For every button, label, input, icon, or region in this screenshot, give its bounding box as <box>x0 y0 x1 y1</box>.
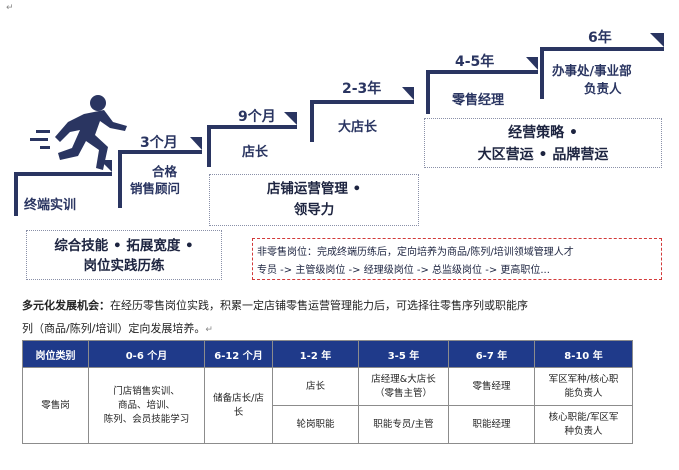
paragraph-line1-text: 在经历零售岗位实践，积累一定店铺零售运营管理能力后，可选择往零售序列或职能序 <box>110 299 528 312</box>
cell-r2-8-10y-line2: 种负责人 <box>564 425 603 437</box>
skills-line1: 综合技能 • 拓展宽度 • <box>54 238 194 254</box>
cell-r1-8-10y: 军区军种/核心职 能负责人 <box>534 367 633 406</box>
runner-icon <box>30 95 127 170</box>
cell-r2-8-10y: 核心职能/军区军 种负责人 <box>534 405 633 444</box>
step1-label-line1: 合格 <box>152 164 178 179</box>
cell-r2-1-2y: 轮岗职能 <box>272 405 359 444</box>
step3-label: 大店长 <box>338 120 378 135</box>
store-management-box: 店铺运营管理 • 领导力 <box>209 174 419 226</box>
table-row: 零售岗 门店销售实训、 商品、培训、 陈列、会员技能学习 储备店长/店 长 店长… <box>22 367 633 444</box>
cell-r1-1-2y: 店长 <box>272 367 359 406</box>
cell-r1-8-10y-line2: 能负责人 <box>564 387 603 399</box>
table-row: 轮岗职能 职能专员/主管 职能经理 核心职能/军区军 种负责人 <box>23 405 633 444</box>
cell-r1-3-5y-line2: （零售主管） <box>374 387 432 399</box>
non-retail-line2: 专员 -> 主管级岗位 -> 经理级岗位 -> 总监级岗位 -> 更高职位... <box>257 265 550 276</box>
header-3-5y: 3-5 年 <box>358 340 449 368</box>
paragraph-line1: 多元化发展机会：在经历零售岗位实践，积累一定店铺零售运营管理能力后，可选择往零售… <box>22 297 528 313</box>
cell-r1-8-10y-line1: 军区军种/核心职 <box>548 373 619 385</box>
cell-r1-6-7y: 零售经理 <box>448 367 535 406</box>
header-0-6m: 0-6 个月 <box>88 340 205 368</box>
store-line2: 领导力 <box>293 202 335 218</box>
cell-r1-3-5y-line1: 店经理&大店长 <box>371 373 436 385</box>
cell-6-12m-line1: 储备店长/店 <box>213 392 264 404</box>
table-header-row: 岗位类别 0-6 个月 6-12 个月 1-2 年 3-5 年 6-7 年 8-… <box>22 340 633 368</box>
header-6-7y: 6-7 年 <box>448 340 535 368</box>
skills-box: 综合技能 • 拓展宽度 • 岗位实践历练 <box>26 230 222 280</box>
header-category: 岗位类别 <box>22 340 89 368</box>
paragraph-line2-text: 列（商品/陈列/培训）定向发展培养。 <box>22 322 206 335</box>
step1-label-line2: 销售顾问 <box>130 181 181 196</box>
paragraph-line2: 列（商品/陈列/培训）定向发展培养。↵ <box>22 320 213 336</box>
career-staircase <box>14 33 664 216</box>
paragraph-bold-lead: 多元化发展机会： <box>22 299 110 312</box>
cell-6-12m-line2: 长 <box>233 406 244 418</box>
non-retail-line1: 非零售岗位：完成终端历练后，定向培养为商品/陈列/培训领域管理人才 <box>257 247 574 258</box>
cell-0-6m-line2: 商品、培训、 <box>117 399 175 411</box>
step4-duration: 4-5年 <box>455 54 495 70</box>
header-1-2y: 1-2 年 <box>272 340 359 368</box>
header-6-12m: 6-12 个月 <box>204 340 273 368</box>
cell-6-12m: 储备店长/店 长 <box>204 367 273 444</box>
step3-duration: 2-3年 <box>342 81 382 97</box>
paragraph-mark: ↵ <box>6 3 14 13</box>
step5-duration: 6年 <box>588 30 612 46</box>
store-line1: 店铺运营管理 • <box>266 181 362 197</box>
career-table: 岗位类别 0-6 个月 6-12 个月 1-2 年 3-5 年 6-7 年 8-… <box>22 340 633 444</box>
cell-category: 零售岗 <box>22 367 89 444</box>
header-8-10y: 8-10 年 <box>534 340 633 368</box>
step4-label: 零售经理 <box>452 93 505 108</box>
cell-r1-3-5y: 店经理&大店长 （零售主管） <box>358 367 449 406</box>
strategy-line1: 经营策略 • <box>508 125 578 141</box>
strategy-line2: 大区营运 • 品牌营运 <box>477 147 609 163</box>
cell-0-6m-line1: 门店销售实训、 <box>113 385 180 397</box>
non-retail-box: 非零售岗位：完成终端历练后，定向培养为商品/陈列/培训领域管理人才 专员 -> … <box>252 238 662 280</box>
cell-0-6m: 门店销售实训、 商品、培训、 陈列、会员技能学习 <box>88 367 205 444</box>
step5-label-line2: 负责人 <box>584 81 622 96</box>
cell-0-6m-line3: 陈列、会员技能学习 <box>103 413 190 425</box>
step1-duration: 3个月 <box>140 135 178 151</box>
step-terminal-training: 终端实训 <box>24 198 77 213</box>
step2-duration: 9个月 <box>238 109 276 125</box>
step2-label: 店长 <box>242 145 269 160</box>
cell-r2-6-7y: 职能经理 <box>448 405 535 444</box>
skills-line2: 岗位实践历练 <box>83 258 165 274</box>
step5-label-line1: 办事处/事业部 <box>552 63 632 78</box>
paragraph-mark: ↵ <box>205 325 213 335</box>
strategy-box: 经营策略 • 大区营运 • 品牌营运 <box>424 118 662 168</box>
cell-r2-3-5y: 职能专员/主管 <box>358 405 449 444</box>
cell-r2-8-10y-line1: 核心职能/军区军 <box>548 411 619 423</box>
